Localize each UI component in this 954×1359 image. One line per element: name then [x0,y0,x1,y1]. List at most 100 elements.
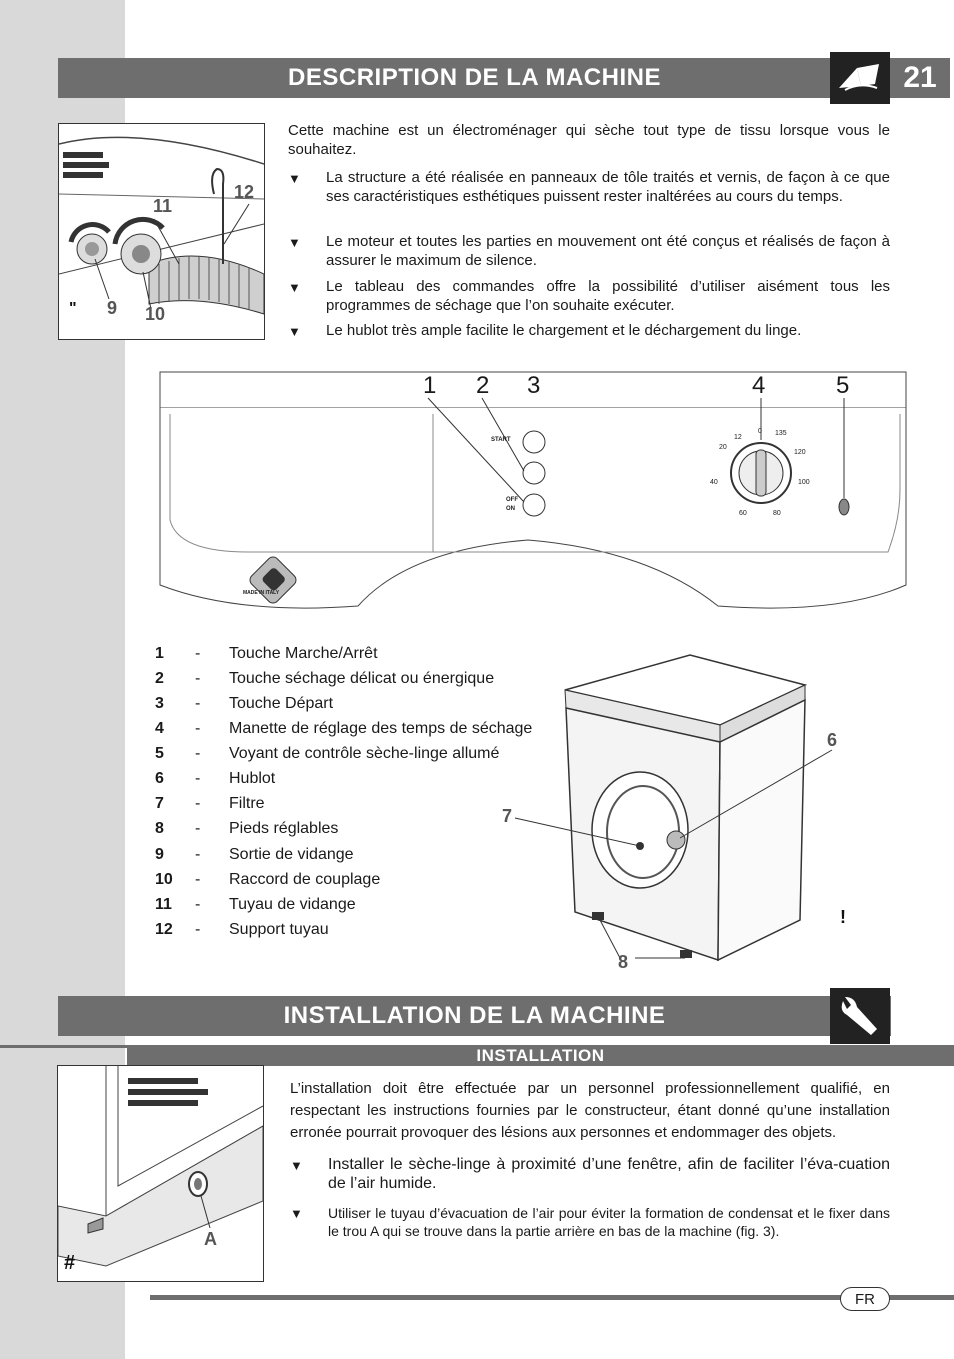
legend-dash: - [195,920,201,938]
panel-callout-3: 3 [527,372,541,399]
legend-num: 4 [155,719,164,737]
machine-label-7: 7 [502,806,513,826]
legend-row: 9 - Sortie de vidange [155,842,354,867]
footer-rule [150,1295,954,1300]
bullet-text: Le hublot très ample facilite le chargem… [326,322,802,339]
legend-row: 8 - Pieds réglables [155,816,338,841]
section-title-text: INSTALLATION DE LA MACHINE [283,1002,666,1029]
dial-mark-0: 0 [758,428,762,435]
legend-dash: - [195,819,201,837]
made-in-italy-label: MADE IN ITALY [243,590,280,596]
legend-row: 5 - Voyant de contrôle sèche-linge allumé [155,741,499,766]
bullet-door: ▼ Le hublot très ample facilite le charg… [288,321,890,341]
legend-text: Touche Départ [229,694,334,712]
bullet-controls: ▼ Le tableau des commandes offre la poss… [288,277,890,315]
legend-dash: - [195,669,201,687]
bullet-text: Installer le sèche-linge à proximité d’u… [328,1156,890,1192]
legend-dash: - [195,870,201,888]
bullet-air-hose: ▼ Utiliser le tuyau d’évacuation de l’ai… [290,1204,890,1240]
bullet-marker-icon: ▼ [288,171,301,186]
bullet-marker-icon: ▼ [288,235,301,250]
bullet-marker-icon: ▼ [290,1158,303,1173]
on-label: ON [506,506,515,512]
panel-callout-2: 2 [476,372,490,399]
legend-dash: - [195,744,201,762]
legend-text: Voyant de contrôle sèche-linge allumé [229,744,500,762]
machine-label-8: 8 [618,952,629,972]
legend-num: 12 [155,920,173,938]
figure-drain-hose: 11 12 9 10 " [58,123,265,340]
dial-mark-80: 80 [773,510,781,517]
legend-num: 8 [155,819,164,837]
fig1-label-11: 11 [153,196,173,216]
bullet-text: Le moteur et toutes les parties en mouve… [326,233,890,269]
legend-dash: - [195,895,201,913]
bullet-motor: ▼ Le moteur et toutes les parties en mou… [288,232,890,270]
legend-row: 7-Filtre [155,791,265,816]
legend-text: Tuyau de vidange [229,895,356,913]
fig1-label-12: 12 [234,182,255,202]
dial-mark-135: 135 [775,430,787,437]
bullet-text: Utiliser le tuyau d’évacuation de l’air … [328,1205,890,1239]
language-badge-text: FR [855,1290,875,1308]
legend-text: Filtre [229,794,265,812]
figure-air-outlet: A # [57,1065,264,1282]
legend-dash: - [195,794,201,812]
legend-dash: - [195,769,201,787]
legend-text: Touche Marche/Arrêt [229,644,378,662]
legend-row: 12 - Support tuyau [155,917,329,942]
fig3-glyph: # [64,1252,76,1274]
subsection-title-text: INSTALLATION [476,1046,605,1065]
legend-num: 1 [155,644,164,662]
bullet-text: La structure a été réalisée en panneaux … [326,169,890,205]
legend-row: 10 - Raccord de couplage [155,867,380,892]
machine-glyph: ! [840,907,846,927]
legend-text: Support tuyau [229,920,329,938]
dial-mark-12: 12 [734,434,742,441]
bullet-structure: ▼ La structure a été réalisée en panneau… [288,168,890,206]
fig1-label-10: 10 [145,304,166,324]
bullet-marker-icon: ▼ [288,280,301,295]
legend-dash: - [195,719,201,737]
legend-text: Manette de réglage des temps de séchage [229,719,533,737]
legend-row: 6 - Hublot [155,766,275,791]
legend-num: 10 [155,870,173,888]
page-number: 21 [890,58,950,98]
dial-mark-20: 20 [719,444,727,451]
legend-row: 3-Touche Départ [155,691,333,716]
legend-row: 4 - Manette de réglage des temps de séchag… [155,716,532,741]
legend-text: Hublot [229,769,276,787]
legend-dash: - [195,845,201,863]
wrench-icon [830,988,890,1044]
section-title-installation: INSTALLATION DE LA MACHINE [58,996,891,1036]
panel-callout-4: 4 [752,372,766,399]
legend-num: 11 [155,895,172,913]
language-badge: FR [840,1287,890,1311]
legend-row: 2-Touche séchage délicat ou énergique [155,666,494,691]
legend-num: 3 [155,694,164,712]
legend-num: 5 [155,744,164,762]
panel-callout-1: 1 [423,372,437,399]
fig1-label-9: 9 [107,298,118,318]
legend-text: Raccord de couplage [229,870,381,888]
legend-row: 1-Touche Marche/Arrêt [155,641,378,666]
bullet-text: Le tableau des commandes offre la possib… [326,278,890,314]
dial-mark-100: 100 [798,479,810,486]
legend-text: Sortie de vidange [229,845,354,863]
control-panel-figure: 1 2 3 4 5 START OFF ON 0 12 20 40 60 80 … [158,370,908,620]
fig3-label-a: A [204,1229,217,1249]
start-label: START [491,437,511,443]
section-title-description: DESCRIPTION DE LA MACHINE [58,58,891,98]
intro-paragraph: Cette machine est un électroménager qui … [288,122,890,158]
fig1-glyph: " [69,300,77,317]
legend-num: 6 [155,769,164,787]
legend-text: Pieds réglables [229,819,339,837]
dial-mark-40: 40 [710,479,718,486]
panel-callout-5: 5 [836,372,850,399]
installation-intro-paragraph: L’installation doit être effectuée par u… [290,1080,890,1141]
legend-row: 11 - Tuyau de vidange [155,892,356,917]
machine-label-6: 6 [827,730,838,750]
dryer-machine-figure: 6 7 8 ! [500,650,860,975]
bullet-marker-icon: ▼ [288,324,301,339]
legend-num: 9 [155,845,164,863]
